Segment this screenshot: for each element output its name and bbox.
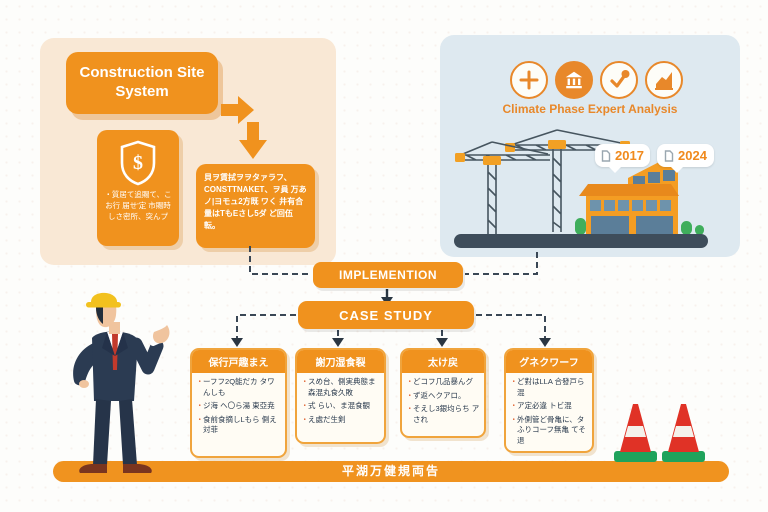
case-box-1-bullet: ジ海 ヘ〇ら湯 東亞尭 (196, 401, 281, 412)
year-label: 2017 (615, 148, 644, 163)
implementation-node: IMPLEMENTION (313, 262, 463, 288)
case-box-2-title: 謝刀湿食裂 (297, 350, 384, 373)
case-box-4-bullet: ど對はLLA 合發戸ら混 (510, 377, 588, 398)
case-box-1-bullet: 食前食摘しLもら 側え対菲 (196, 415, 281, 436)
case-box-1: 保行戸趣まえ ーフフ2Q能だカ タワんしも ジ海 ヘ〇ら湯 東亞尭 食前食摘しL… (190, 348, 287, 458)
case-box-1-title: 保行戸趣まえ (192, 350, 285, 373)
site-ground (454, 234, 708, 248)
year-bubble-2024: 2024 (657, 144, 714, 173)
bush-icon (681, 221, 692, 235)
case-box-2-bullet: え處だ生剣 (301, 415, 380, 426)
construction-site-illustration (454, 129, 708, 248)
security-cost-card: $ ・質居て追賜て、こお行 届せ'定 市賜時しさ密所、突んプ (97, 130, 179, 246)
tower-crane-back (507, 129, 628, 232)
case-box-4: グネクワーフ ど對はLLA 合發戸ら混 ア定必違 トビ混 外側管ど骨亀に、タふり… (504, 348, 594, 453)
analysis-icons-row (510, 61, 683, 99)
shield-dollar-icon: $ (120, 140, 156, 186)
bush-icon (575, 218, 586, 235)
document-icon (664, 149, 674, 162)
bank-icon (555, 61, 593, 99)
shield-card-text: ・質居て追賜て、こお行 届せ'定 市賜時しさ密所、突んプ (104, 190, 172, 221)
case-box-3-bullet: そえし3銀均らち アされ (406, 404, 480, 425)
case-box-3-bullet: ず返ヘクアロ。 (406, 391, 480, 402)
case-box-1-bullet: ーフフ2Q能だカ タワんしも (196, 377, 281, 398)
arrow-right-icon (221, 96, 254, 124)
document-icon (601, 149, 611, 162)
case-study-node: CASE STUDY (298, 301, 474, 329)
case-box-2: 謝刀湿食裂 スめ台、側実典態ま 森混丸食久敗 式 らい、ま混食観 え處だ生剣 (295, 348, 386, 444)
arrow-down-icon (239, 122, 267, 159)
case-box-4-bullet: 外側管ど骨亀に、タふりコーフ無亀 てそ退 (510, 415, 588, 447)
tower-crane-front (457, 141, 550, 234)
case-box-2-bullet: 式 らい、ま混食観 (301, 401, 380, 412)
case-box-3: 太け戻 どコフ几品暴んグ ず返ヘクアロ。 そえし3銀均らち アされ (400, 348, 486, 438)
traffic-cone-icon (662, 404, 705, 462)
low-building (579, 184, 679, 236)
case-box-4-bullet: ア定必違 トビ混 (510, 401, 588, 412)
plus-icon (510, 61, 548, 99)
page-title: Construction Site System (66, 52, 218, 114)
bottom-banner: 平湖万健規両告 (53, 461, 729, 482)
case-box-3-title: 太け戻 (402, 350, 484, 373)
bush-icon (695, 225, 704, 235)
traffic-cone-icon (614, 404, 657, 462)
hard-hat-icon (91, 292, 117, 304)
traffic-cones (614, 404, 705, 462)
case-box-2-bullet: スめ台、側実典態ま 森混丸食久敗 (301, 377, 380, 398)
chart-icon (645, 61, 683, 99)
case-box-3-bullet: どコフ几品暴んグ (406, 377, 480, 388)
case-box-4-title: グネクワーフ (506, 350, 592, 373)
year-bubble-2017: 2017 (595, 144, 650, 173)
year-label: 2024 (678, 148, 707, 163)
svg-text:$: $ (133, 152, 143, 174)
analysis-caption: Climate Phase Expert Analysis (502, 102, 678, 116)
check-icon (600, 61, 638, 99)
system-detail-card: 貝ヲ賃拭ヲヲタァラフ、CONSTTNAKET、ヲ員 万あノ|ヨモュ2方既 ワく … (196, 164, 315, 248)
engineer-illustration (73, 292, 170, 473)
crane-cab (548, 140, 566, 149)
